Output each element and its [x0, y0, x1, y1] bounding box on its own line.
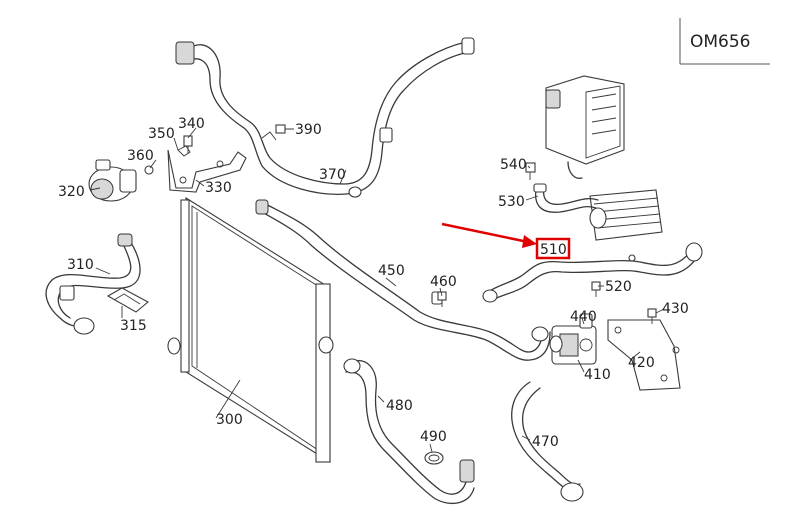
- part-label-520[interactable]: 520: [605, 279, 632, 295]
- part-label-440[interactable]: 440: [570, 309, 597, 325]
- part-label-300[interactable]: 300: [216, 412, 243, 428]
- part-label-470[interactable]: 470: [532, 434, 559, 450]
- part-label-410[interactable]: 410: [584, 367, 611, 383]
- bolt-540: [525, 162, 536, 180]
- bracket-420: [607, 319, 681, 391]
- highlight-arrow: [441, 222, 537, 248]
- hose-470: [511, 381, 584, 502]
- part-label-430[interactable]: 430: [662, 301, 689, 317]
- highlight-box: [535, 237, 571, 260]
- heat-exchanger: [589, 189, 663, 241]
- part-label-420[interactable]: 420: [628, 355, 655, 371]
- engine-code: OM656: [690, 32, 751, 52]
- part-label-510[interactable]: 510: [540, 242, 567, 258]
- part-label-370[interactable]: 370: [319, 167, 346, 183]
- part-label-340[interactable]: 340: [178, 116, 205, 132]
- screw-520: [591, 281, 601, 297]
- clip-315: [106, 287, 149, 313]
- charge-air-cooler: [545, 75, 625, 179]
- clamp-490: [424, 451, 444, 465]
- part-label-540[interactable]: 540: [500, 157, 527, 173]
- part-label-480[interactable]: 480: [386, 398, 413, 414]
- radiator: [167, 197, 334, 463]
- hose-480: [343, 358, 475, 505]
- part-label-390[interactable]: 390: [295, 122, 322, 138]
- valve-410: [549, 313, 597, 365]
- hose-530: [533, 183, 599, 213]
- part-label-490[interactable]: 490: [420, 429, 447, 445]
- part-label-460[interactable]: 460: [430, 274, 457, 290]
- bracket-330: [144, 145, 247, 193]
- part-label-360[interactable]: 360: [127, 148, 154, 164]
- part-label-330[interactable]: 330: [205, 180, 232, 196]
- leader-lines: [89, 127, 665, 453]
- part-label-530[interactable]: 530: [498, 194, 525, 210]
- engine-code-box: OM656: [679, 18, 770, 65]
- hose-370: [175, 37, 475, 198]
- part-label-310[interactable]: 310: [67, 257, 94, 273]
- part-label-315[interactable]: 315: [120, 318, 147, 334]
- part-label-450[interactable]: 450: [378, 263, 405, 279]
- screw-340: [183, 135, 193, 154]
- hose-310: [45, 233, 141, 335]
- part-label-320[interactable]: 320: [58, 184, 85, 200]
- hose-510: [482, 242, 703, 303]
- part-label-350[interactable]: 350: [148, 126, 175, 142]
- water-pump: [88, 159, 137, 202]
